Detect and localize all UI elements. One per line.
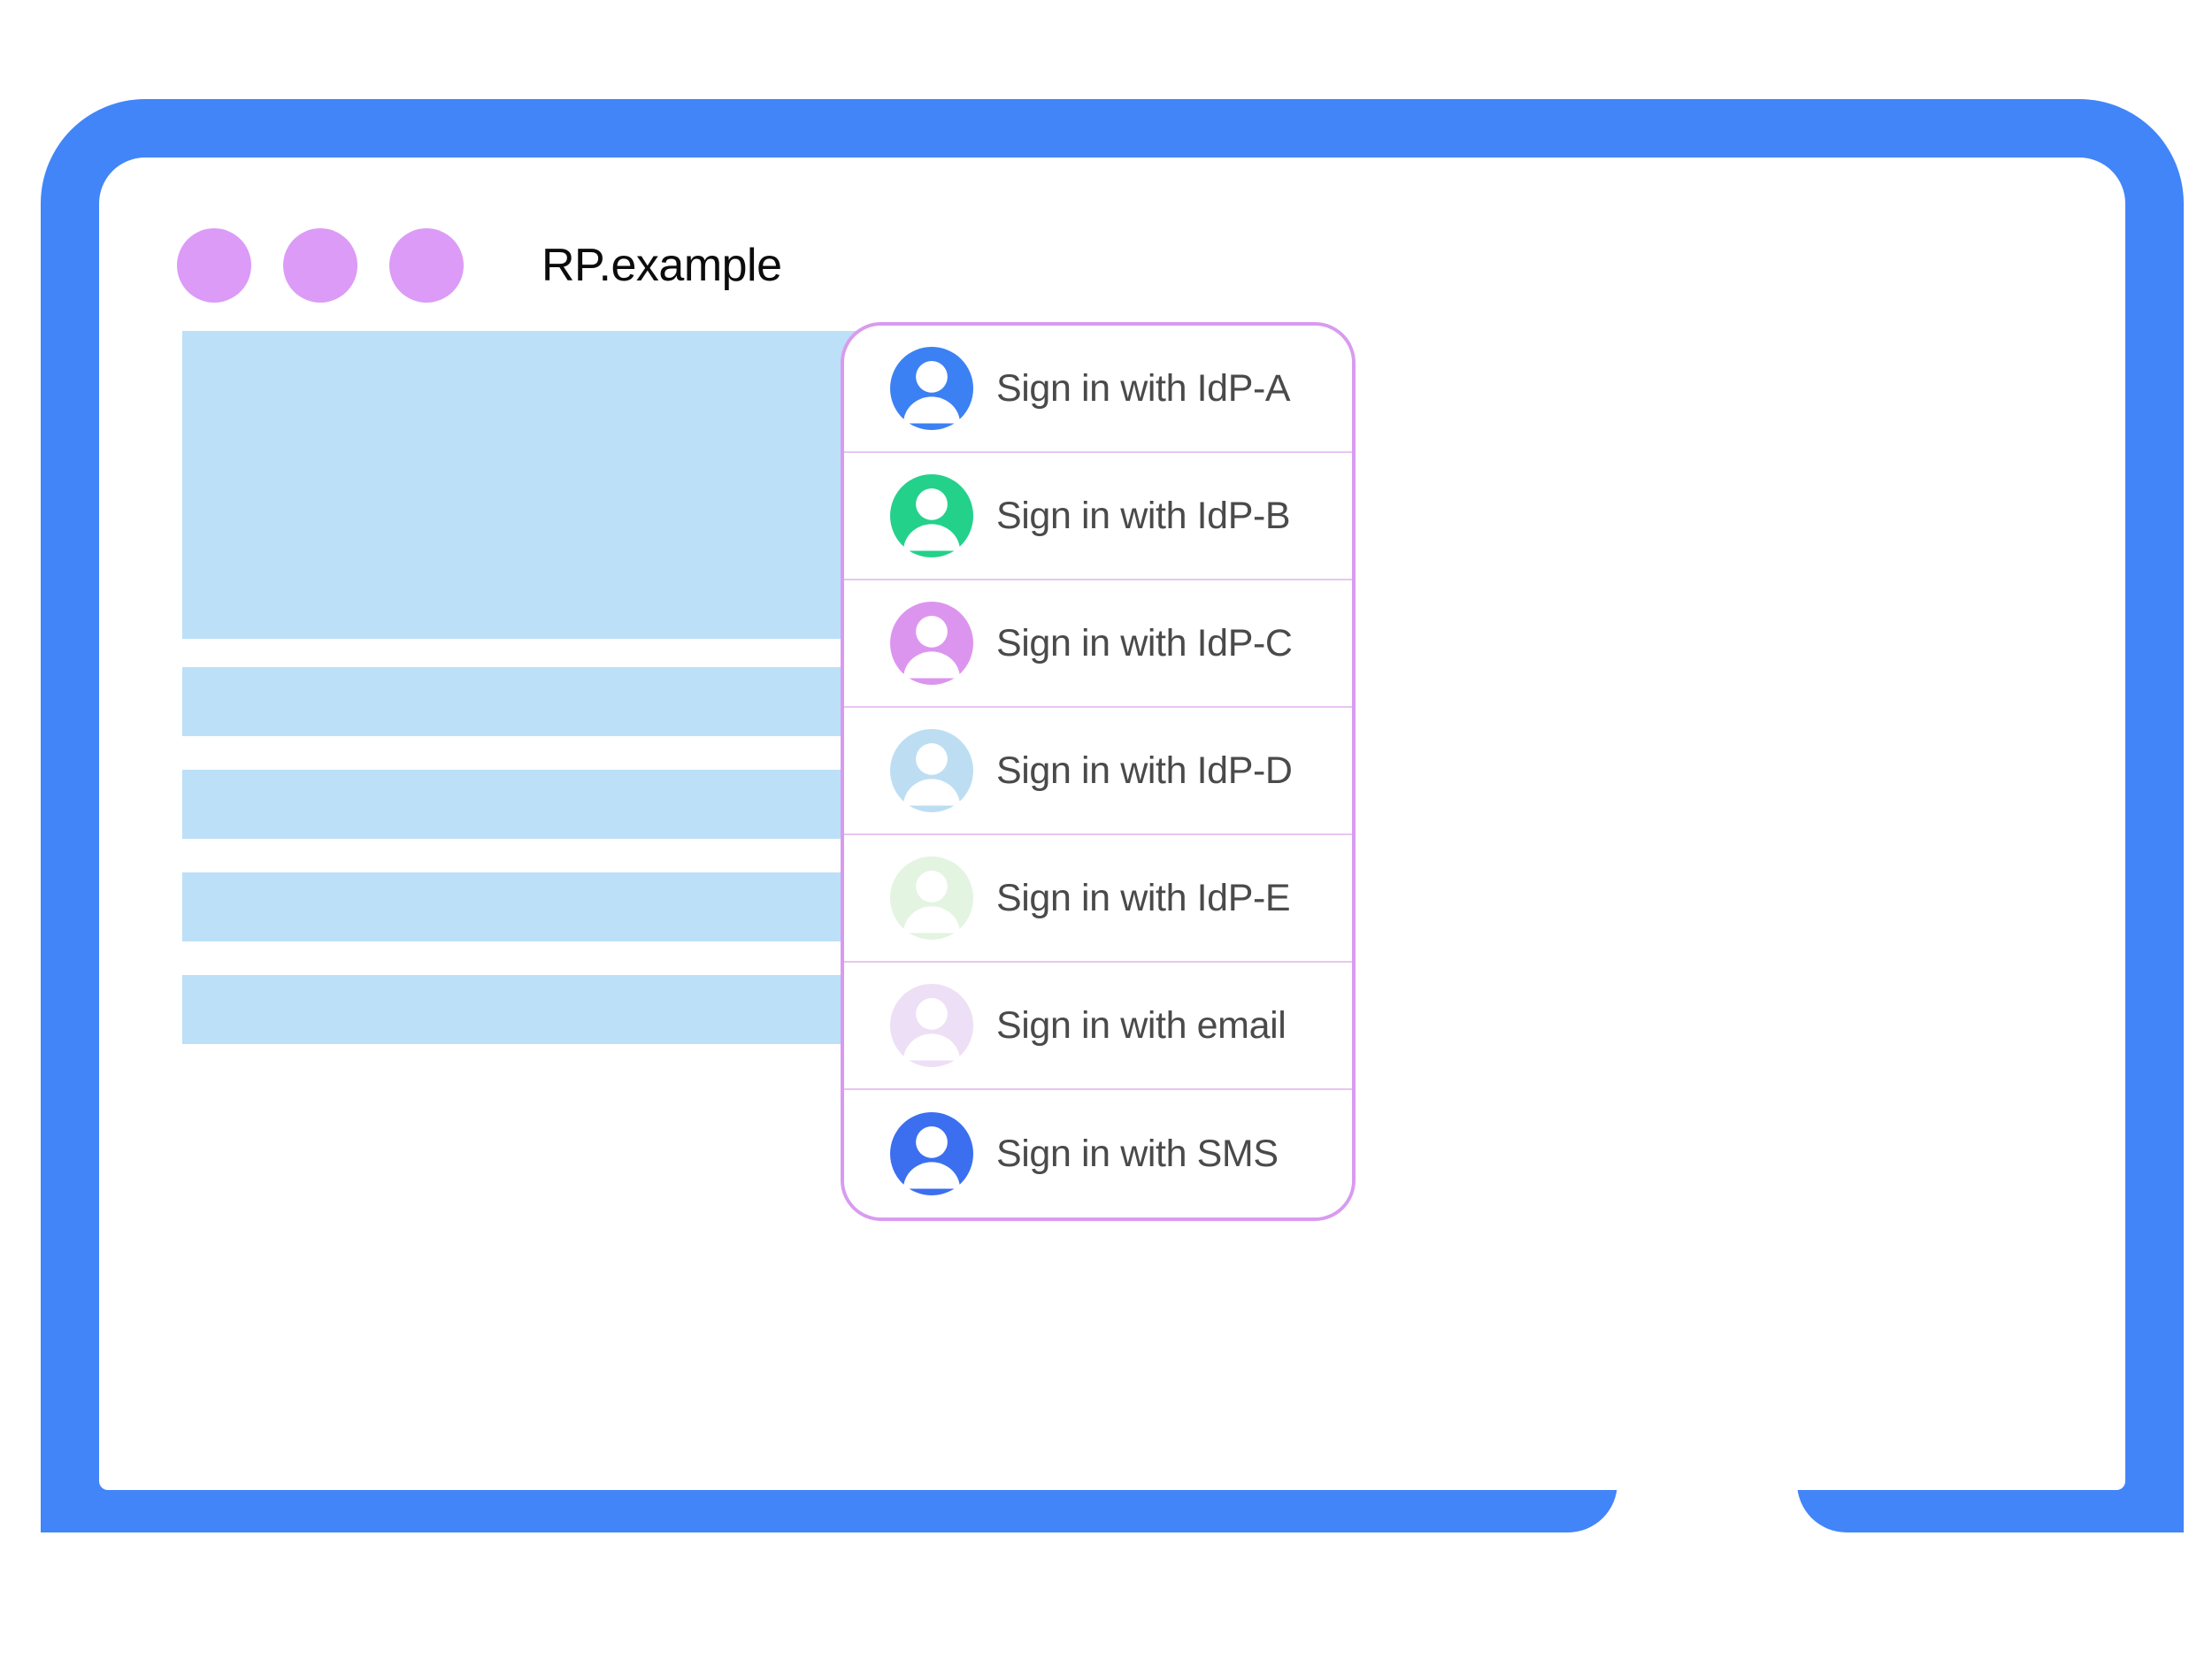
- avatar-icon: [890, 984, 973, 1067]
- signin-option-row[interactable]: Sign in with IdP-B: [844, 453, 1352, 580]
- signin-option-row[interactable]: Sign in with IdP-E: [844, 835, 1352, 963]
- fedcm-account-chooser: Sign in with IdP-A Sign in with IdP-B Sign…: [841, 322, 1356, 1221]
- signin-option-row[interactable]: Sign in with SMS: [844, 1090, 1352, 1217]
- signin-option-label: Sign in with IdP-C: [996, 621, 1293, 664]
- signin-option-row[interactable]: Sign in with email: [844, 963, 1352, 1090]
- avatar-icon: [890, 347, 973, 430]
- avatar-icon: [890, 856, 973, 940]
- signin-option-row[interactable]: Sign in with IdP-A: [844, 326, 1352, 453]
- window-dot-1[interactable]: [177, 228, 251, 303]
- signin-option-label: Sign in with IdP-D: [996, 749, 1293, 792]
- avatar-icon: [890, 602, 973, 685]
- avatar-icon: [890, 474, 973, 557]
- signin-option-label: Sign in with email: [996, 1003, 1286, 1047]
- page-title: RP.example: [541, 240, 782, 291]
- browser-titlebar: RP.example: [177, 221, 782, 310]
- avatar-icon: [890, 1112, 973, 1195]
- signin-option-label: Sign in with IdP-A: [996, 366, 1291, 410]
- signin-option-label: Sign in with IdP-B: [996, 494, 1291, 537]
- signin-option-row[interactable]: Sign in with IdP-D: [844, 708, 1352, 835]
- signin-option-label: Sign in with IdP-E: [996, 876, 1291, 919]
- window-dot-2[interactable]: [283, 228, 357, 303]
- avatar-icon: [890, 729, 973, 812]
- device-bezel: [41, 99, 2184, 1444]
- window-dot-3[interactable]: [389, 228, 464, 303]
- signin-option-label: Sign in with SMS: [996, 1132, 1279, 1175]
- signin-option-row[interactable]: Sign in with IdP-C: [844, 580, 1352, 708]
